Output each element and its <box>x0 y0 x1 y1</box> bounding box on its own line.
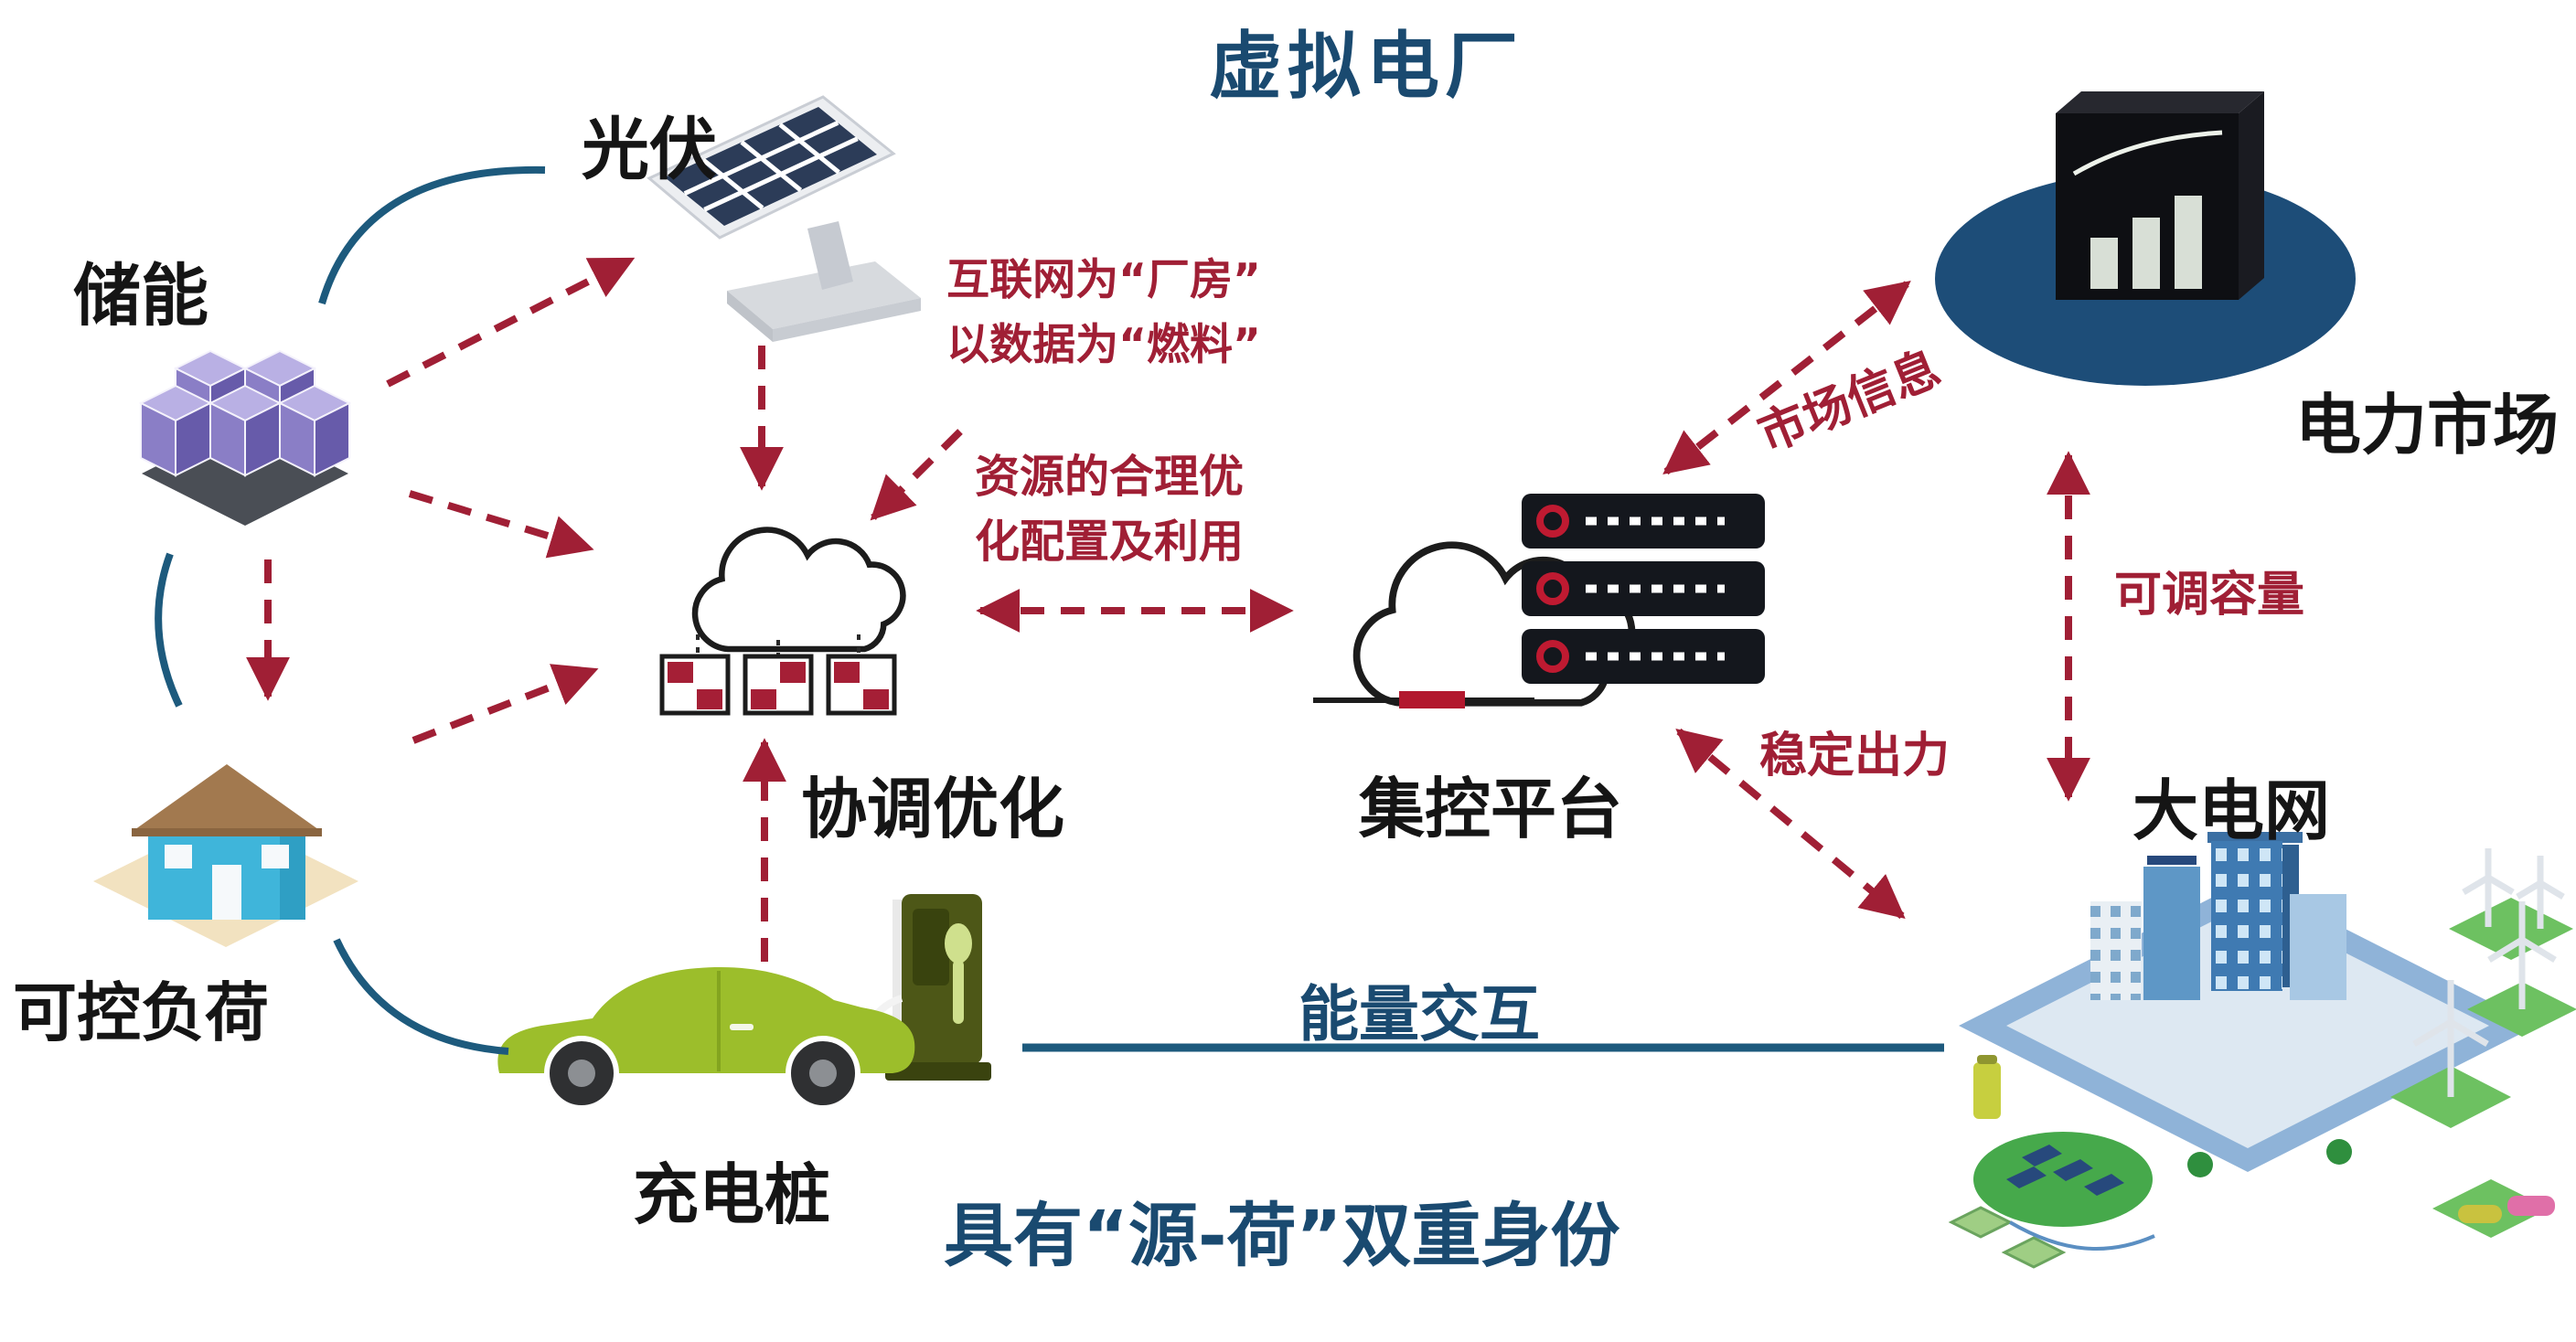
label-load: 可控负荷 <box>13 975 269 1050</box>
market-chart-side <box>2239 91 2264 300</box>
label-coordination: 协调优化 <box>801 771 1065 847</box>
server-rack-cells <box>668 662 889 709</box>
solar-base-top <box>727 261 921 329</box>
city-building-solar <box>2147 856 2197 865</box>
arrow-storage-to-pv <box>386 256 636 388</box>
annotation-resource-line2: 化配置及利用 <box>974 516 1244 569</box>
label-platform: 集控平台 <box>1359 771 1623 847</box>
arrow-platform-grid <box>1675 728 1906 920</box>
city-tree <box>2187 1152 2213 1177</box>
city-connector <box>2008 1220 2155 1251</box>
house-icon <box>93 764 358 947</box>
city-building <box>2143 867 2200 1000</box>
annotation-internet-line2: 以数据为“燃料” <box>946 319 1261 370</box>
label-storage: 储能 <box>73 257 208 336</box>
control-platform-icon <box>1313 494 1765 708</box>
house-wall-shade <box>280 828 305 920</box>
arrow-resource-to-cloud <box>870 429 963 521</box>
city-tree <box>2326 1139 2352 1165</box>
arrow-storage-to-cloud <box>408 490 594 559</box>
city-building <box>2290 894 2346 1000</box>
city-grid-icon <box>1948 832 2576 1269</box>
city-park <box>1973 1132 2153 1227</box>
city-battery-cap <box>1977 1055 1997 1064</box>
city-cubes <box>1948 1206 2067 1269</box>
storage-cube <box>138 384 213 477</box>
coordination-cloud-icon <box>659 530 903 716</box>
label-pv: 光伏 <box>582 111 717 189</box>
solar-base-front <box>727 291 773 342</box>
link-storage-load <box>155 552 183 708</box>
city-battery-tower <box>1973 1062 2001 1119</box>
solar-support <box>807 221 853 290</box>
cloud-rack-connectors <box>696 634 860 656</box>
storage-cube <box>277 384 352 477</box>
market-bar <box>2132 218 2160 289</box>
house-window <box>165 845 192 868</box>
solar-base-side <box>773 298 921 342</box>
resource-links <box>155 165 1944 1055</box>
link-storage-pv <box>318 165 546 305</box>
house-eave <box>132 828 322 836</box>
house-window <box>262 845 289 868</box>
label-grid: 大电网 <box>2132 772 2331 849</box>
solar-panel-icon <box>647 95 921 342</box>
storage-cube <box>208 384 283 477</box>
market-bar <box>2090 238 2118 289</box>
link-load-charger <box>333 938 509 1055</box>
server-led-ring <box>1536 640 1569 673</box>
label-market: 电力市场 <box>2295 387 2560 463</box>
server-led-ring <box>1536 505 1569 538</box>
ev-charging-icon <box>497 894 991 1111</box>
label-charger: 充电桩 <box>633 1156 831 1233</box>
city-building <box>2090 901 2142 1000</box>
annotation-adjustable-capacity: 可调容量 <box>2114 568 2305 623</box>
house-door <box>212 865 241 920</box>
market-trend-line <box>2072 130 2223 176</box>
charging-nozzle <box>945 923 972 964</box>
battery-storage-icon <box>138 349 352 526</box>
annotation-energy-exchange: 能量交互 <box>1299 979 1540 1049</box>
market-bar <box>2175 196 2202 289</box>
server-stack-icon <box>1522 494 1765 684</box>
arrow-platform-market <box>1662 280 1911 475</box>
ev-car-icon <box>497 967 915 1111</box>
server-unit <box>1522 629 1765 684</box>
market-chart-top <box>2056 91 2264 113</box>
city-tower <box>2211 841 2282 991</box>
platform-cable <box>1399 691 1465 708</box>
annotation-internet: 互联网为“厂房” 以数据为“燃料” <box>905 249 1302 378</box>
solar-grid-lines <box>683 121 859 212</box>
wind-turbines <box>2412 848 2565 1097</box>
annotation-resource: 资源的合理优 化配置及利用 <box>940 444 1278 574</box>
city-car-pink <box>2507 1196 2555 1216</box>
market-icon <box>1935 91 2356 386</box>
annotation-internet-line1: 互联网为“厂房” <box>946 255 1261 305</box>
annotation-stable-output: 稳定出力 <box>1759 729 1951 783</box>
city-car-green <box>2458 1205 2502 1223</box>
cloud-outline <box>695 530 903 649</box>
diagram-title: 虚拟电厂 <box>1209 24 1523 109</box>
server-led-ring <box>1536 572 1569 605</box>
city-tower-top <box>2207 832 2303 843</box>
data-arrows <box>246 256 2090 962</box>
car-handle <box>730 1024 754 1030</box>
arrow-load-to-cloud <box>412 664 599 744</box>
server-dots <box>1586 517 1725 661</box>
park-solar-array <box>2006 1145 2124 1196</box>
house-roof <box>132 764 322 832</box>
server-unit <box>1522 561 1765 616</box>
annotation-dual-identity: 具有“源-荷”双重身份 <box>944 1195 1620 1276</box>
annotation-resource-line1: 资源的合理优 <box>974 451 1244 503</box>
city-green-patches <box>2390 898 2576 1238</box>
server-unit <box>1522 494 1765 549</box>
